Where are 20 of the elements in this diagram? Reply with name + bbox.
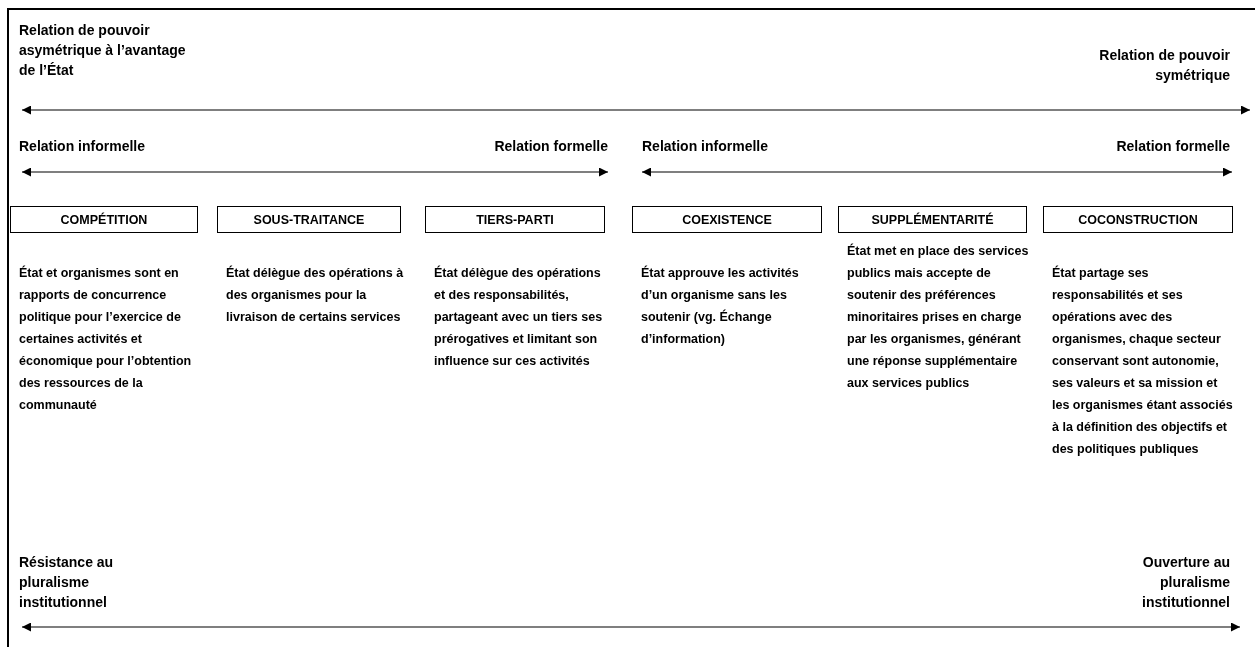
category-box: COEXISTENCE (632, 206, 822, 233)
description-text: État approuve les activités d’un organisme sans les soutenir (vg. Échange d’information) (641, 264, 800, 348)
category-box: SOUS-TRAITANCE (217, 206, 401, 233)
axis-label: Résistance au pluralisme institutionnel (19, 553, 115, 612)
category-box: SUPPLÉMENTARITÉ (838, 206, 1027, 233)
description-text: État met en place des services publics mais accepte de soutenir des préférences minoritaires prises en charge par les organismes, générant une réponse supplémentaire aux services publics (847, 242, 1030, 392)
axis-label: Ouverture au pluralisme institutionnel (1141, 553, 1230, 612)
description-text: État délègue des opérations à des organismes pour la livraison de certains services (226, 264, 404, 326)
description-text: État délègue des opérations et des responsabilités, partageant avec un tiers ses prérogatives et limitant son influence sur ces activités (434, 264, 604, 370)
axis-label: Relation de pouvoir symétrique (1098, 46, 1230, 85)
axis-label: Relation informelle (642, 137, 770, 156)
category-box: COMPÉTITION (10, 206, 198, 233)
description-text: État partage ses responsabilités et ses opérations avec des organismes, chaque secteur conservant sont autonomie, ses valeurs et sa mission et les organismes étant associés à la définition des objectifs et des politiques publiques (1052, 264, 1234, 458)
description-text: État et organismes sont en rapports de concurrence politique pour l’exercice de certaines activités et économique pour l’obtention des ressources de la communauté (19, 264, 193, 414)
category-box: COCONSTRUCTION (1043, 206, 1233, 233)
axis-label: Relation informelle (19, 137, 147, 156)
axis-label: Relation de pouvoir asymétrique à l’avantage de l’État (19, 21, 187, 80)
axis-label: Relation formelle (1115, 137, 1230, 156)
category-box: TIERS-PARTI (425, 206, 605, 233)
axis-label: Relation formelle (493, 137, 608, 156)
